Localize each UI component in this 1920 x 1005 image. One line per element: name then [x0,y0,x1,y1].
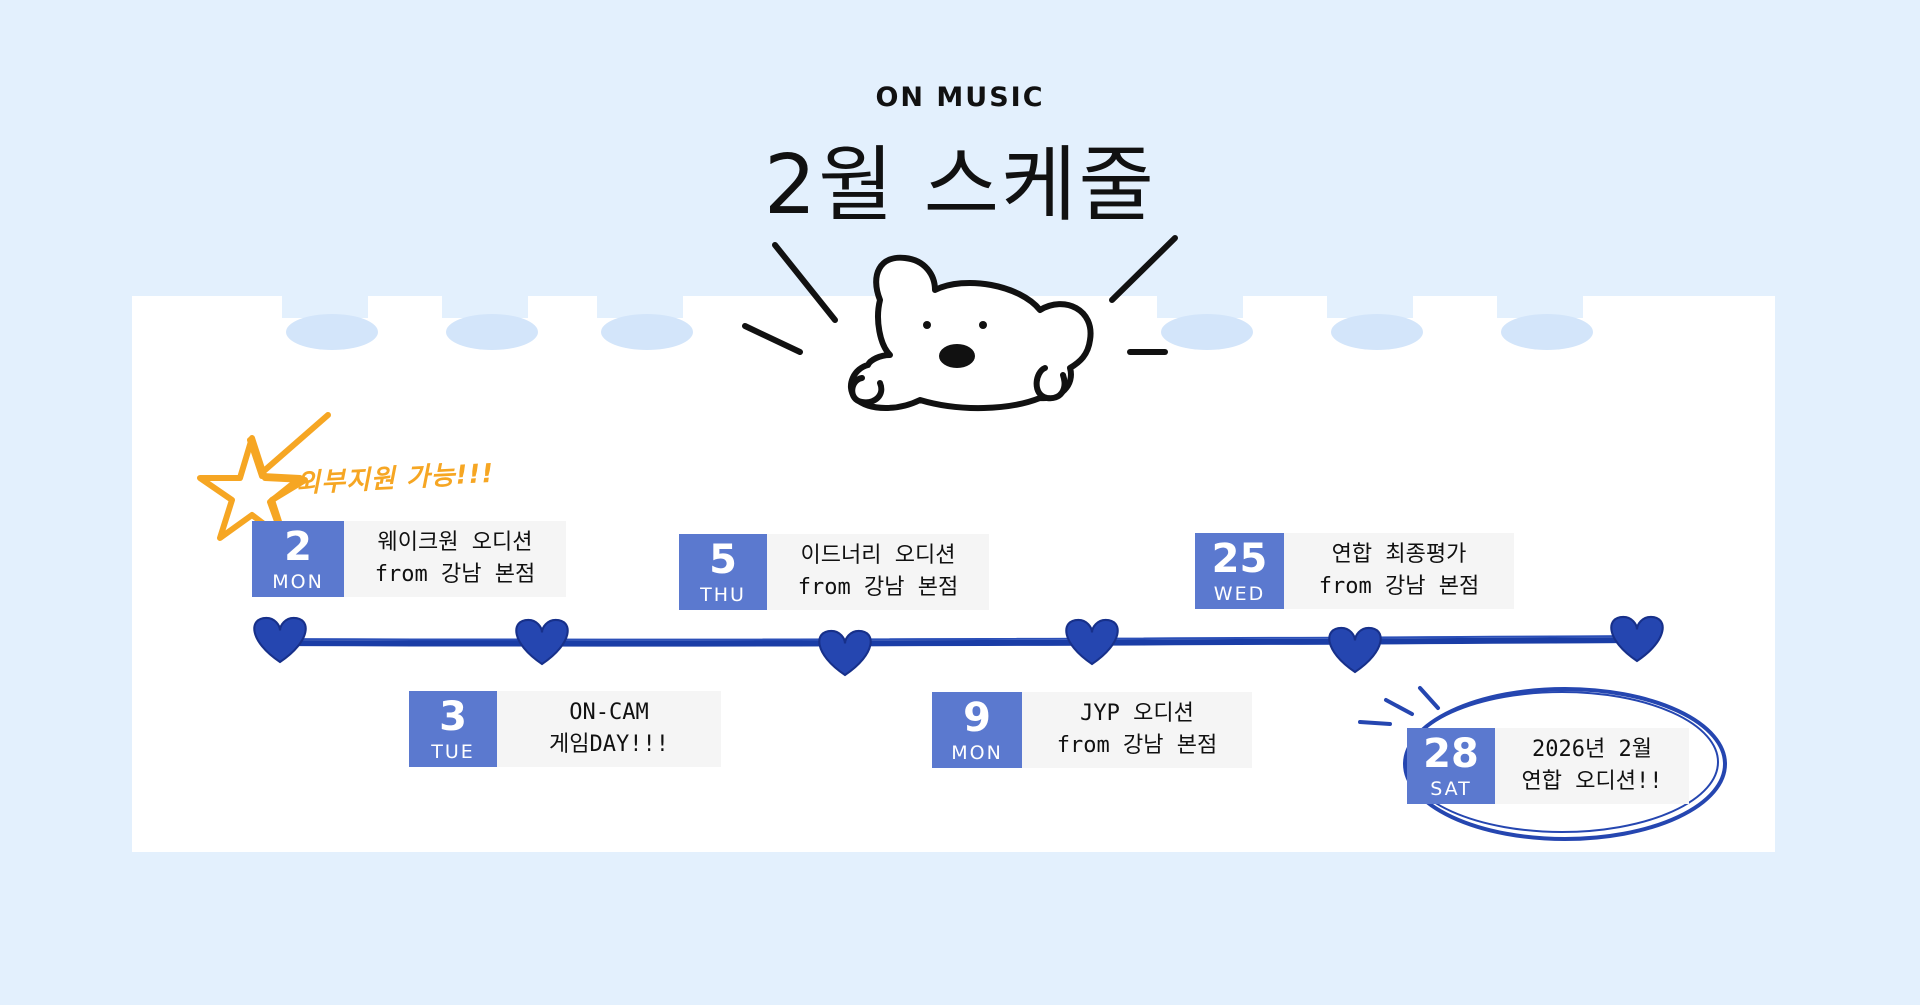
binding-hole [601,314,693,350]
event-location: from 강남 본점 [1056,733,1218,758]
event-info: 연합 최종평가 from 강남 본점 [1284,533,1514,609]
event-weekday: MON [272,570,324,593]
timeline-line [275,637,1641,647]
event-info: 이드너리 오디션 from 강남 본점 [767,534,989,610]
date-box: 9 MON [932,692,1022,768]
date-box: 5 THU [679,534,767,610]
event-title: 이드너리 오디션 [800,543,956,568]
event-day: 25 [1211,535,1268,582]
date-box: 2 MON [252,521,344,597]
heart-icon [515,618,569,666]
heart-icon [253,616,307,664]
heart-icon [1610,615,1664,663]
event-day: 3 [439,693,467,740]
date-box: 3 TUE [409,691,497,767]
binding-notch [597,296,683,318]
event-weekday: WED [1213,582,1266,605]
page-title: 2월 스케줄 [764,138,1156,233]
event-info: 2026년 2월 연합 오디션!! [1495,728,1689,804]
binding-notch [1327,296,1413,318]
binding-notch [442,296,528,318]
event-title: ON-CAM [569,700,649,725]
star-doodle [197,412,331,543]
circle-highlight [1358,686,1727,841]
event-location: 게임DAY!!! [549,732,669,757]
binding-hole [286,314,378,350]
binding-hole [1331,314,1423,350]
binding-notch [282,296,368,318]
event-day: 5 [709,536,737,583]
event-card: 9 MON JYP 오디션 from 강남 본점 [932,692,1252,768]
bear-illustration [742,235,1178,411]
event-day: 28 [1423,730,1479,777]
event-card: 3 TUE ON-CAM 게임DAY!!! [409,691,721,767]
binding-notch [1157,296,1243,318]
event-info: ON-CAM 게임DAY!!! [497,691,721,767]
event-weekday: SAT [1430,777,1472,800]
binding-hole [1161,314,1253,350]
date-box: 25 WED [1195,533,1284,609]
binding-notch [1497,296,1583,318]
event-location: from 강남 본점 [797,575,959,600]
event-card: 28 SAT 2026년 2월 연합 오디션!! [1407,728,1689,804]
event-info: JYP 오디션 from 강남 본점 [1022,692,1252,768]
binding-hole [1501,314,1593,350]
event-card: 25 WED 연합 최종평가 from 강남 본점 [1195,533,1514,609]
event-weekday: TUE [431,740,475,763]
event-title: JYP 오디션 [1080,701,1194,726]
event-card: 5 THU 이드너리 오디션 from 강남 본점 [679,534,989,610]
event-location: 연합 오디션!! [1521,769,1663,794]
event-day: 2 [284,523,312,570]
event-weekday: THU [700,583,746,606]
binding-hole [446,314,538,350]
heart-icon [1065,618,1119,666]
event-day: 9 [963,694,991,741]
event-location: from 강남 본점 [1318,574,1480,599]
event-title: 2026년 2월 [1532,737,1652,762]
event-title: 연합 최종평가 [1331,542,1467,567]
heart-icon [818,629,872,677]
event-title: 웨이크원 오디션 [377,530,533,555]
event-card: 2 MON 웨이크원 오디션 from 강남 본점 [252,521,566,597]
brand-name: ON MUSIC [875,82,1045,113]
event-info: 웨이크원 오디션 from 강남 본점 [344,521,566,597]
date-box: 28 SAT [1407,728,1495,804]
heart-icon [1328,626,1382,674]
timeline-line-sketch [275,635,1641,641]
event-location: from 강남 본점 [374,562,536,587]
event-weekday: MON [951,741,1003,764]
